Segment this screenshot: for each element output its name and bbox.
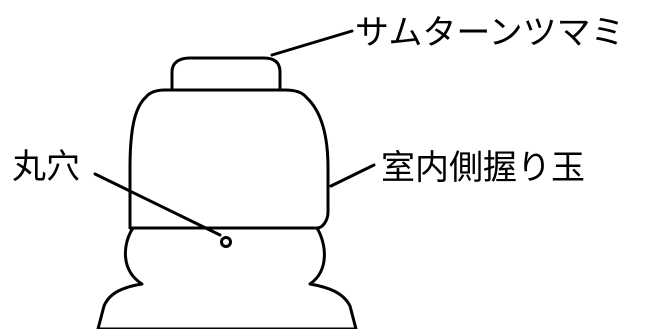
round-hole — [220, 236, 232, 248]
thumbturn-knob — [170, 56, 282, 96]
grip-knob-body — [128, 88, 330, 230]
round-hole-label: 丸穴 — [12, 147, 80, 187]
thumbturn-leader-line — [270, 29, 354, 57]
thumbturn-label: サムターンツマミ — [355, 13, 625, 53]
inner-knob-label: 室内側握り玉 — [381, 148, 585, 188]
inner-knob-leader-line — [329, 163, 376, 188]
round-hole-leader-line — [93, 172, 222, 237]
